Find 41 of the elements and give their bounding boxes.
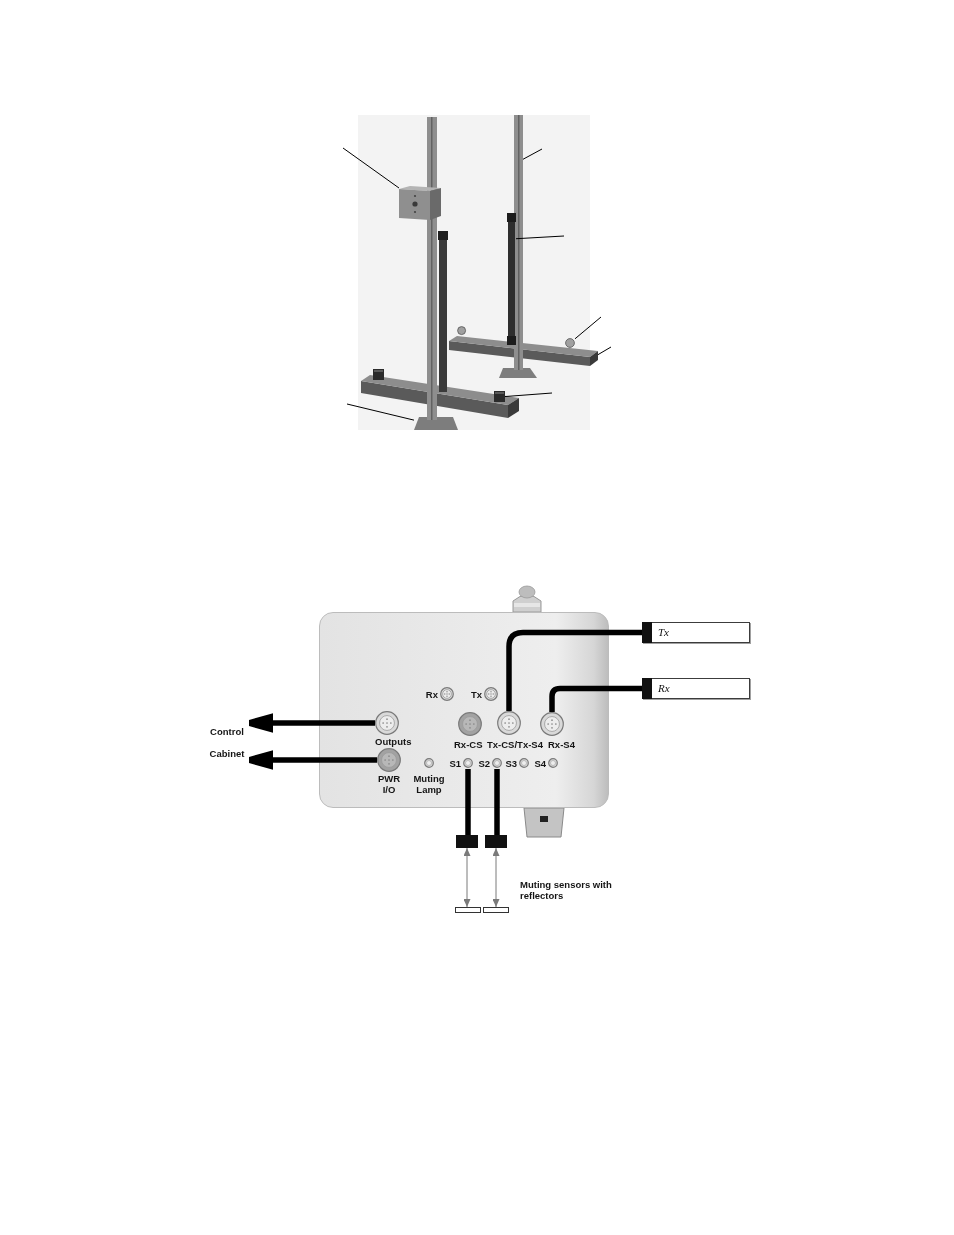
- port-label: Rx: [425, 689, 438, 700]
- leader-line: [522, 148, 543, 160]
- reflector-disc: [565, 338, 575, 348]
- reflector: [455, 907, 481, 913]
- double-arrow: [463, 847, 471, 908]
- sensor-bracket: [494, 391, 505, 402]
- control-box: [399, 186, 441, 220]
- port-label: Outputs: [375, 736, 412, 747]
- cable: [494, 769, 500, 835]
- port-label: PWR I/O: [377, 773, 401, 795]
- leader-line: [515, 235, 565, 240]
- port-label: S2: [478, 758, 490, 769]
- tag-label: Rx: [658, 681, 670, 696]
- tag-label: Tx: [658, 625, 669, 640]
- cable-tag: [642, 678, 750, 699]
- port-label: Rx-CS: [454, 739, 483, 750]
- leader-line: [342, 147, 400, 189]
- muting-sensor: [485, 835, 507, 848]
- port-label: S4: [534, 758, 546, 769]
- cable-tag: [642, 622, 750, 643]
- leader-line: [574, 316, 602, 340]
- port-label: Tx-CS/Tx-S4: [487, 739, 543, 750]
- leader-line: [504, 392, 553, 398]
- cable: [506, 629, 642, 711]
- port-label: Rx-S4: [548, 739, 575, 750]
- light-curtain: [507, 213, 516, 345]
- port-label: S1: [449, 758, 461, 769]
- base-beam: [449, 336, 598, 366]
- muting-sensor: [456, 835, 478, 848]
- double-arrow: [492, 847, 500, 908]
- destination-label: Control Cabinet: [205, 721, 249, 765]
- port-label: S3: [505, 758, 517, 769]
- leader-line: [597, 346, 612, 356]
- cable: [465, 769, 471, 835]
- annotation-text: Muting sensors with reflectors: [520, 879, 613, 901]
- port-label: Muting Lamp: [412, 773, 446, 795]
- junction-box: [319, 612, 609, 808]
- leader-line: [346, 403, 415, 421]
- reflector: [483, 907, 509, 913]
- upright-post: [514, 115, 523, 370]
- port-label: Tx: [470, 689, 482, 700]
